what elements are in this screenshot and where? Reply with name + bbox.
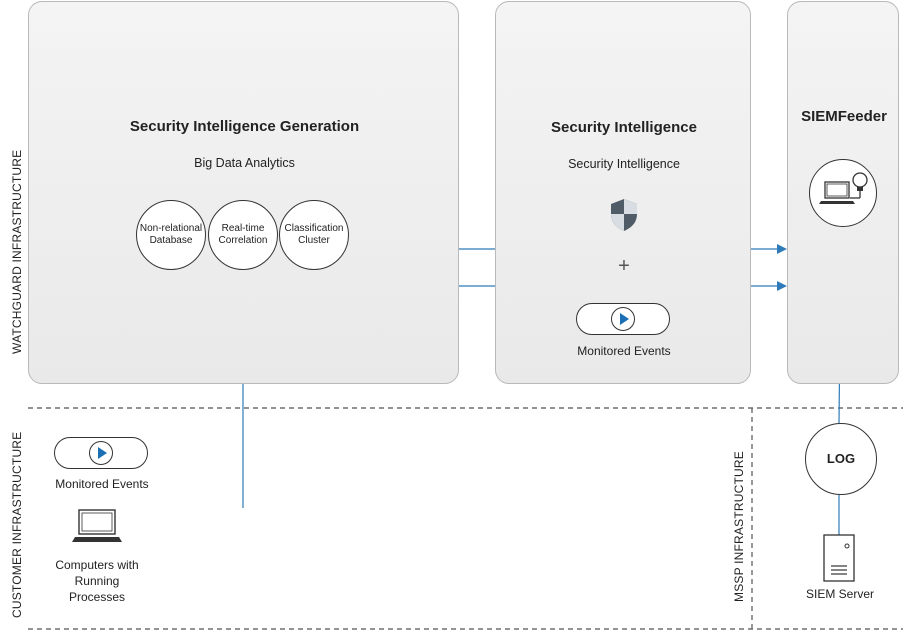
server-icon: [823, 534, 855, 582]
customer-infrastructure-label: CUSTOMER INFRASTRUCTURE: [10, 431, 24, 618]
watchguard-infrastructure-label: WATCHGUARD INFRASTRUCTURE: [10, 149, 24, 354]
plus-sign: +: [618, 255, 630, 277]
generation-panel: Security Intelligence Generation Big Dat…: [28, 1, 459, 384]
intelligence-panel: Security Intelligence Security Intellige…: [495, 1, 751, 384]
customer-monitored-events-pill: [54, 437, 148, 469]
generation-subtitle: Big Data Analytics: [194, 156, 295, 170]
shield-icon: [611, 199, 637, 231]
intelligence-title: Security Intelligence: [551, 119, 697, 136]
play-icon: [611, 307, 635, 331]
siem-server-label: SIEM Server: [805, 587, 874, 601]
play-icon: [89, 441, 113, 465]
intelligence-subtitle: Security Intelligence: [568, 157, 680, 171]
computers-label: Computers with Running Processes: [55, 558, 139, 604]
mssp-infrastructure-label: MSSP INFRASTRUCTURE: [732, 451, 746, 602]
generation-title: Security Intelligence Generation: [129, 118, 360, 135]
monitored-events-label: Monitored Events: [577, 344, 671, 358]
monitored-events-pill: [576, 303, 670, 335]
log-circle: LOG: [805, 423, 877, 495]
laptop-icon: [72, 509, 122, 542]
siemfeeder-title: SIEMFeeder: [801, 108, 887, 125]
siemfeeder-panel: SIEMFeeder: [787, 1, 899, 384]
customer-monitored-events-label: Monitored Events: [55, 477, 149, 491]
laptop-lightbulb-icon: [809, 159, 877, 227]
